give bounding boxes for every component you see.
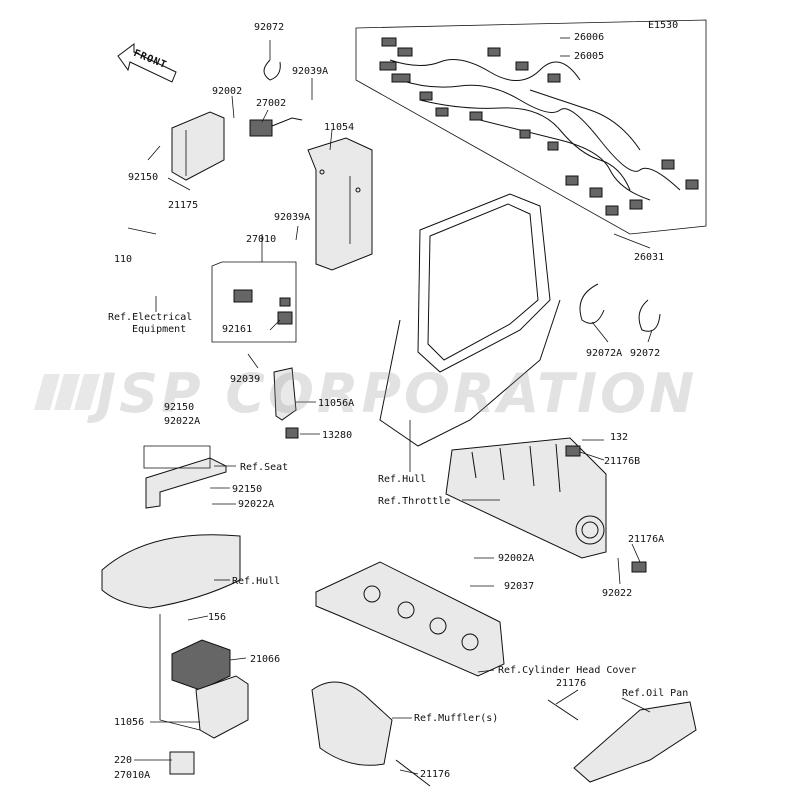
label-26005: 26005 [574,51,605,62]
label-11056a: 11056A [318,398,355,409]
bracket-11056 [159,614,249,739]
label-11056: 11056 [114,717,145,728]
bracket-11056a [273,367,299,439]
cylinder-head-cover [315,561,505,677]
label-13280: 13280 [322,430,353,441]
label-21066: 21066 [250,654,281,665]
regulator-21066 [171,639,231,691]
seat-bracket [143,445,227,509]
label-27010a: 27010A [114,770,151,781]
label-92002: 92002 [212,86,243,97]
label-ref-electrical: Ref.Electrical [108,312,193,323]
label-220: 220 [114,755,133,766]
label-92150-mid: 92150 [164,402,195,413]
label-92022: 92022 [602,588,633,599]
label-156: 156 [208,612,227,623]
label-92072-top: 92072 [254,22,285,33]
label-92039a-mid: 92039A [274,212,311,223]
label-ref-hull-low: Ref.Hull [232,576,281,587]
rubber-rings [263,59,661,332]
label-92072a: 92072A [586,348,623,359]
label-27002: 27002 [256,98,287,109]
label-92150-top: 92150 [128,172,159,183]
label-ref-oil-pan: Ref.Oil Pan [622,688,689,699]
label-ref-hull-mid: Ref.Hull [378,474,427,485]
hull-frame [379,193,561,447]
sensor-group-27010 [211,261,297,343]
muffler [311,681,431,787]
front-arrow-icon [117,43,177,83]
label-27010: 27010 [246,234,277,245]
label-92150-low: 92150 [232,484,263,495]
label-92072-right: 92072 [630,348,661,359]
label-21176-top: 21176 [556,678,587,689]
label-e1530: E1530 [648,20,679,31]
label-92039: 92039 [230,374,261,385]
label-ref-seat: Ref.Seat [240,462,289,473]
label-11054: 11054 [324,122,355,133]
label-92161: 92161 [222,324,253,335]
label-ref-cylinder-head-cover: Ref.Cylinder Head Cover [498,665,637,676]
label-132: 132 [610,432,629,443]
label-ref-throttle: Ref.Throttle [378,496,451,507]
label-ref-electrical-equipment: Equipment [132,324,187,335]
bracket-11054 [307,137,373,271]
ecu-cover-21175 [171,111,225,181]
label-92039a-top: 92039A [292,66,329,77]
label-21176a: 21176A [628,534,665,545]
label-92037: 92037 [504,581,535,592]
label-21176-bottom: 21176 [420,769,451,780]
label-26006: 26006 [574,32,605,43]
watermark-text: JSP CORPORATION [96,362,698,425]
sensor-27010a [169,751,195,775]
label-26031: 26031 [634,252,665,263]
label-21176b: 21176B [604,456,641,467]
throttle-body [445,437,647,573]
label-110: 110 [114,254,133,265]
label-ref-mufflers: Ref.Muffler(s) [414,713,499,724]
label-92002a: 92002A [498,553,535,564]
label-21175: 21175 [168,200,199,211]
hull-lower [101,534,241,609]
watermark-logo-mark [34,374,100,410]
label-92022a-low: 92022A [238,499,275,510]
relay-27002 [249,117,303,137]
leader-lines [127,37,653,775]
oil-pan [547,699,697,783]
label-92022a-mid: 92022A [164,416,201,427]
wiring-harness-group [355,19,707,235]
